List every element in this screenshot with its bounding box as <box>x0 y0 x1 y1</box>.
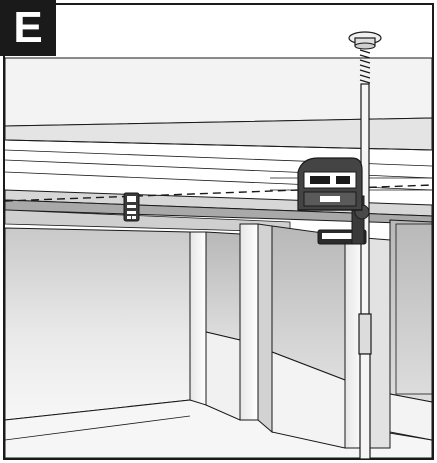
laser-receiver-icon <box>124 193 139 221</box>
step-label: E <box>0 0 56 56</box>
wall-partitions <box>190 220 432 448</box>
